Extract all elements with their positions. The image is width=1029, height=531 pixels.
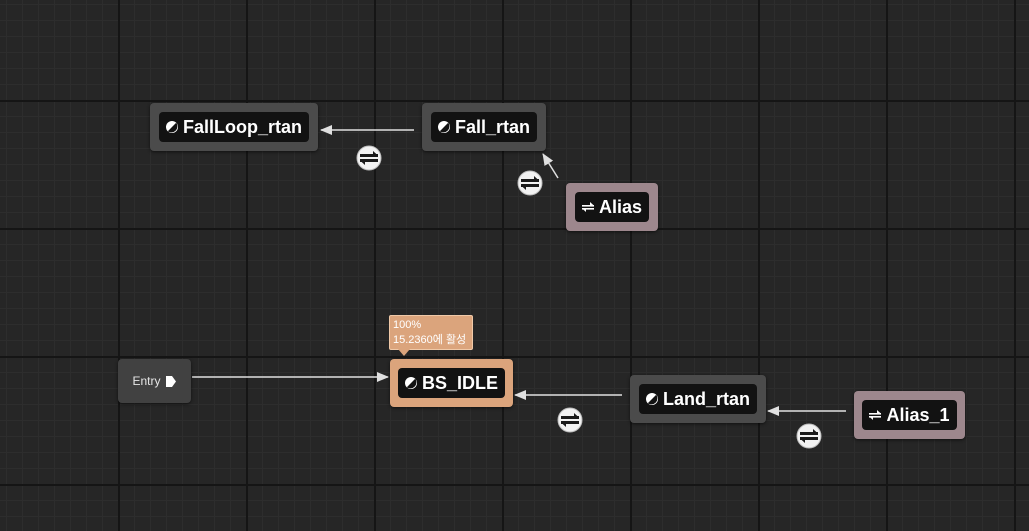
state-node-fall-rtan[interactable]: Fall_rtan [422,103,546,151]
state-icon [165,120,179,134]
transition-rule-icon[interactable] [796,423,822,449]
state-label: BS_IDLE [421,372,499,393]
state-label: Land_rtan [662,388,750,409]
state-title: BS_IDLE [397,368,506,398]
transition-rule-icon[interactable] [517,170,543,196]
state-node-fallloop-rtan[interactable]: FallLoop_rtan [150,103,318,151]
tooltip-weight: 100% [393,319,422,331]
entry-label: Entry [132,374,161,388]
tooltip-active-time: 15.2360에 활성 [393,334,467,346]
state-label: Fall_rtan [454,116,531,137]
alias-icon [581,200,595,214]
active-state-tooltip: 100% 15.2360에 활성 [389,315,473,356]
state-label: FallLoop_rtan [182,116,302,137]
state-node-bs-idle[interactable]: BS_IDLE [390,359,513,407]
entry-pin-icon[interactable] [165,375,177,388]
state-title: Land_rtan [638,384,757,414]
transition-rule-icon[interactable] [356,145,382,171]
state-node-land-rtan[interactable]: Land_rtan [630,375,766,423]
alias-title: Alias_1 [862,400,957,430]
state-icon [437,120,451,134]
state-title: FallLoop_rtan [158,112,309,142]
alias-label: Alias_1 [886,404,950,425]
transition-rule-icon[interactable] [557,407,583,433]
state-title: Fall_rtan [430,112,538,142]
alias-node-1[interactable]: Alias_1 [854,391,965,439]
state-icon [645,392,659,406]
entry-node[interactable]: Entry [118,359,191,403]
wire-alias-to-fall [542,153,559,179]
alias-icon [868,408,882,422]
state-icon [404,376,418,390]
alias-node[interactable]: Alias [566,183,658,231]
alias-title: Alias [574,192,650,222]
alias-label: Alias [598,196,643,217]
